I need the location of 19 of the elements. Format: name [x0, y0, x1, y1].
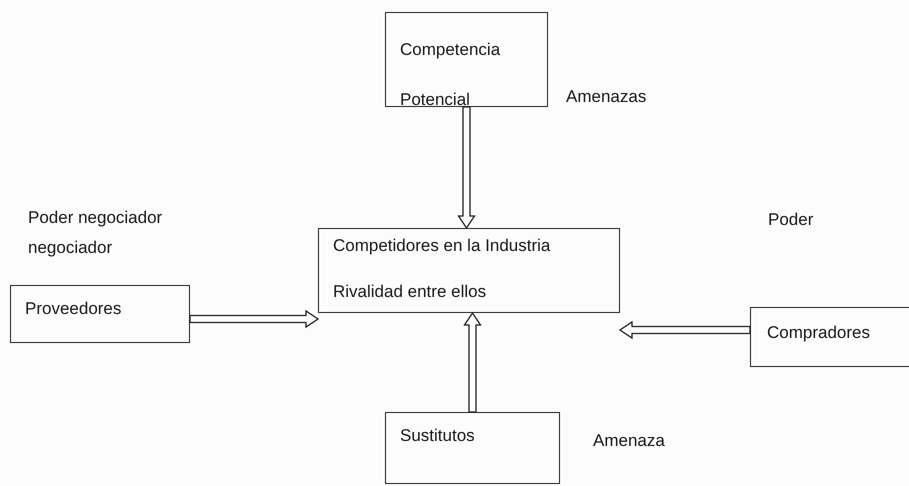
box-label: Proveedores	[25, 298, 122, 320]
box-label: Competencia Potencial	[400, 39, 502, 111]
block-arrow	[463, 312, 482, 413]
process-box	[318, 228, 620, 313]
box-label: Competidores en la Industria	[333, 235, 552, 257]
box-label: Sustitutos	[400, 425, 476, 447]
annotation-label: Poder negociador negociador	[28, 207, 164, 259]
process-box	[10, 285, 190, 343]
process-box	[385, 12, 548, 107]
process-box	[385, 412, 560, 484]
box-label: Rivalidad entre ellos	[333, 281, 488, 303]
annotation-label: Poder	[768, 209, 814, 231]
annotation-label: Amenaza	[593, 430, 666, 452]
box-label: Compradores	[767, 322, 871, 344]
block-arrow	[189, 310, 320, 328]
block-arrow	[618, 320, 751, 340]
process-box	[750, 307, 909, 367]
annotation-label: Amenazas	[566, 86, 648, 108]
block-arrow	[457, 106, 476, 230]
